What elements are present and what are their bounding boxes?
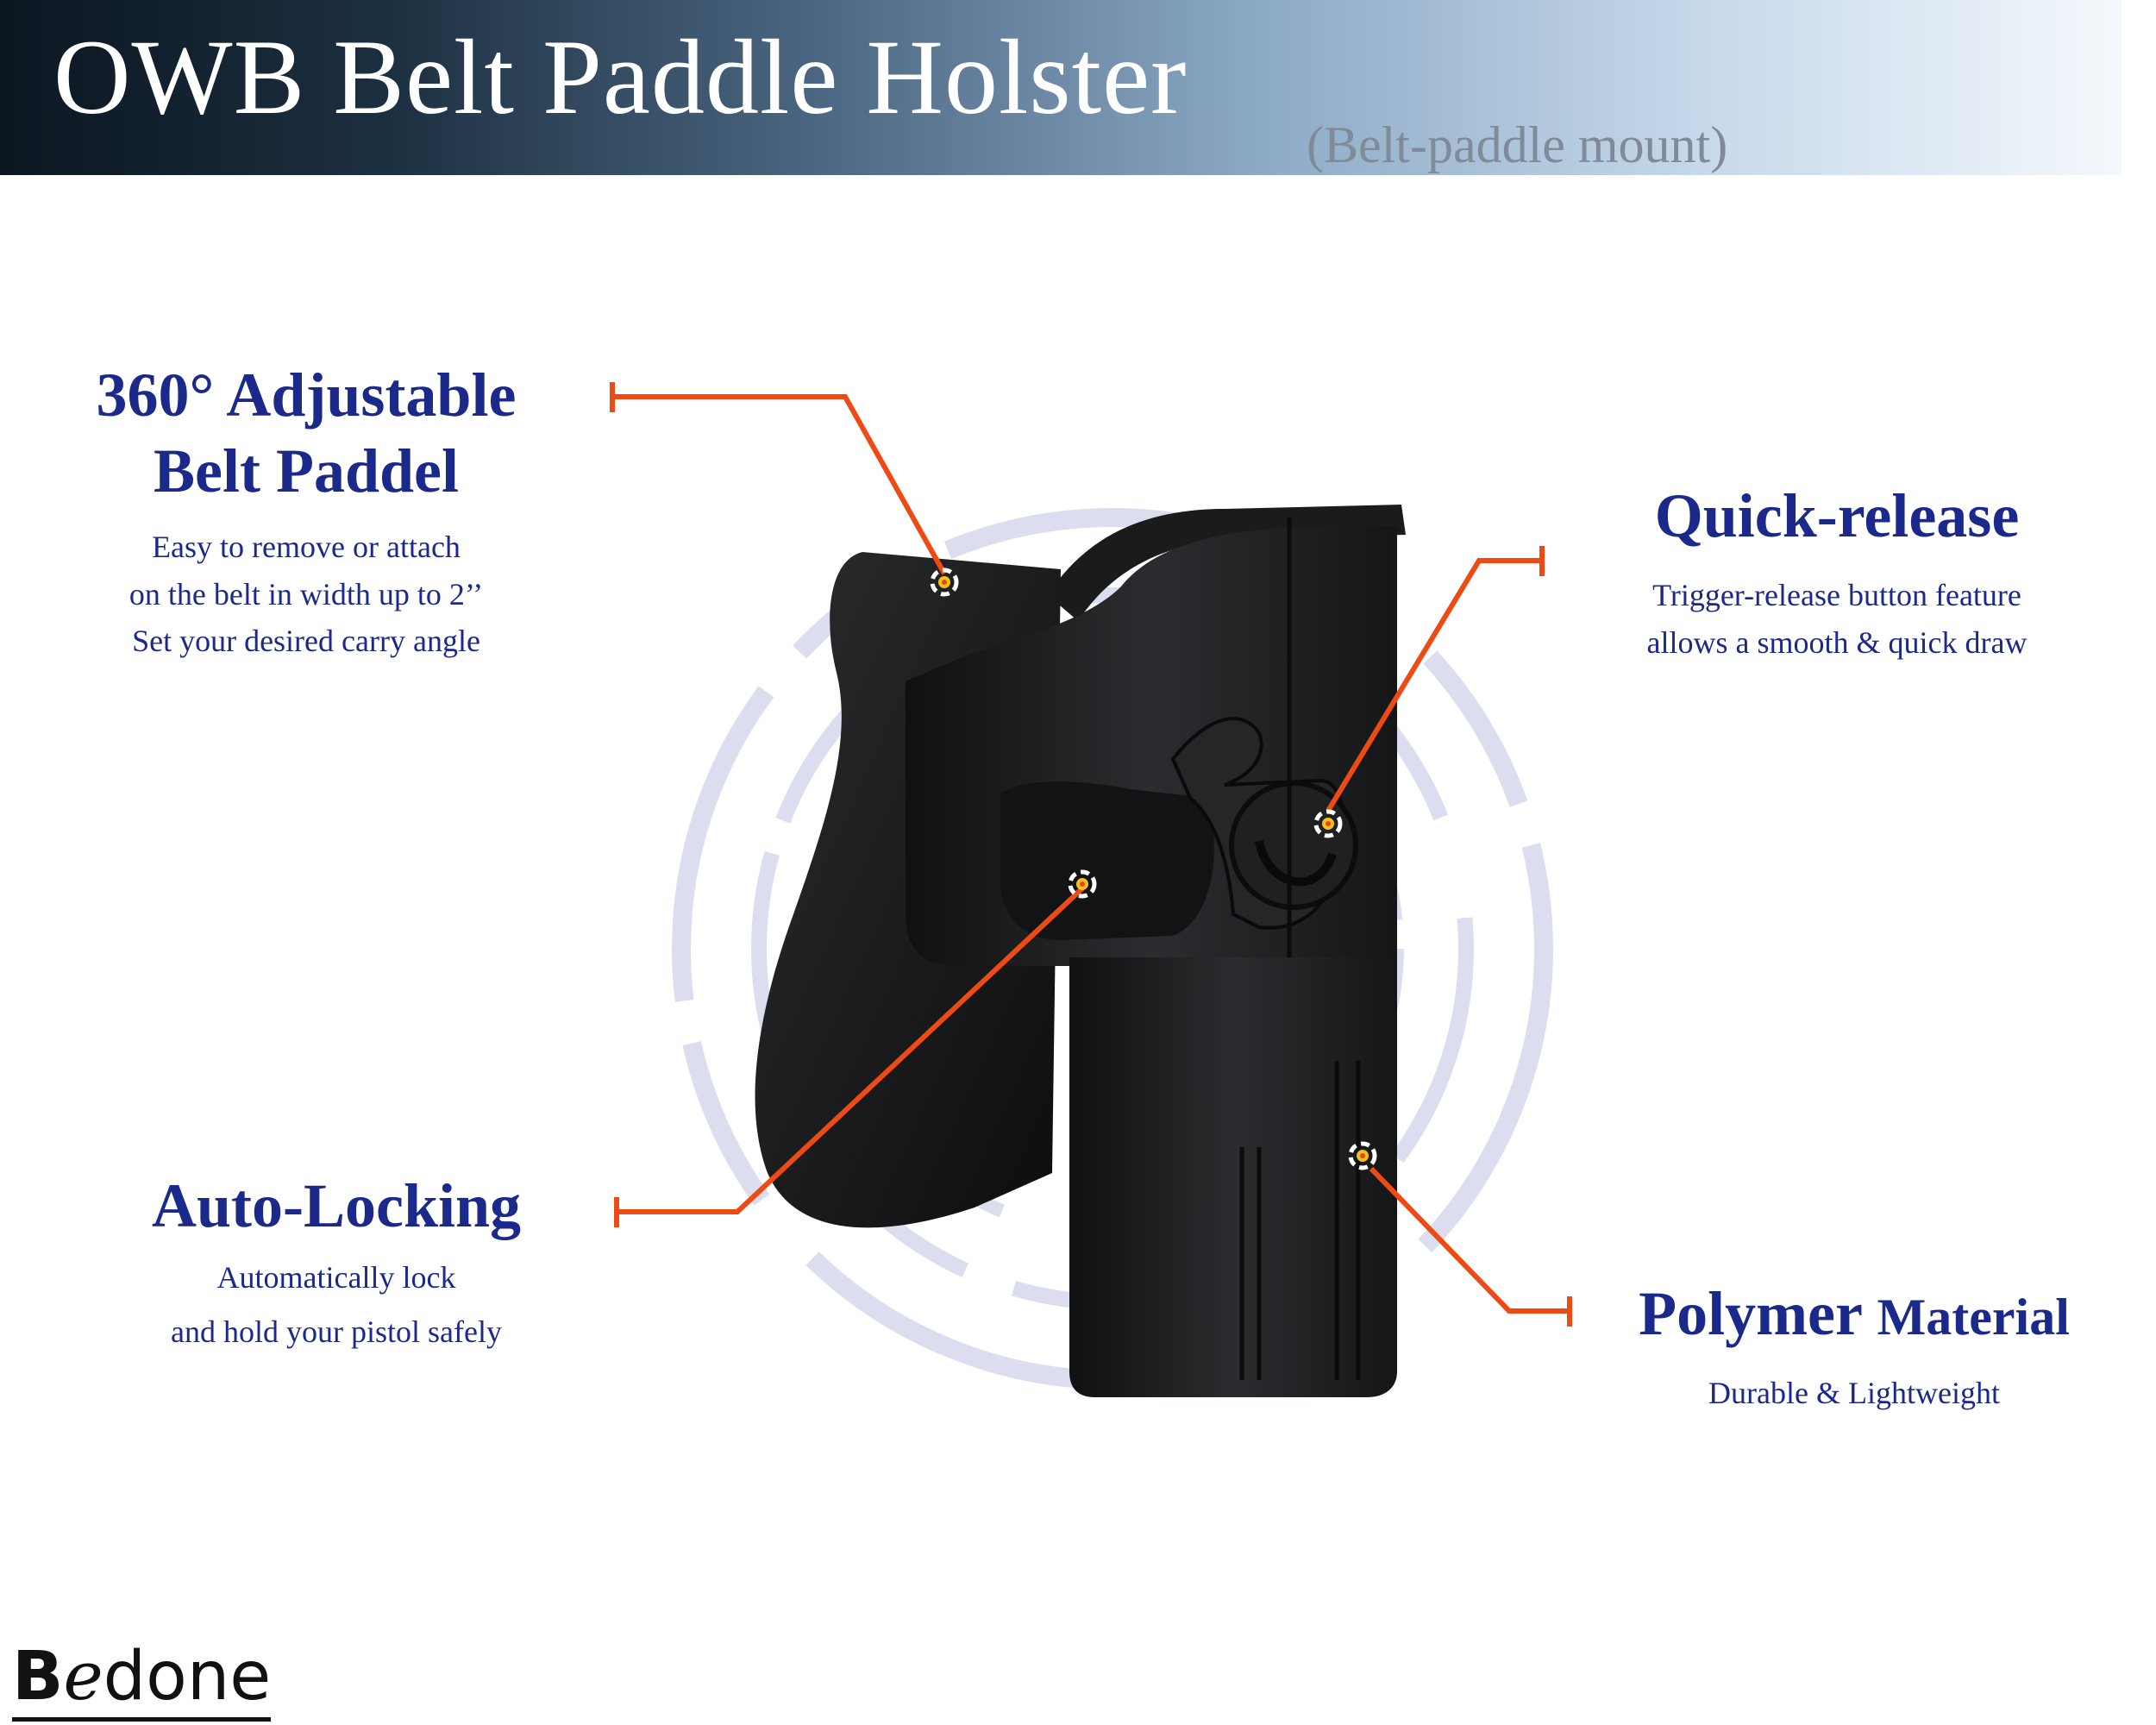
callout-markers (930, 568, 1377, 1170)
callout-line-polymer (1369, 1166, 1570, 1314)
feature-title-belt-paddle: 360° Adjustable Belt Paddel (52, 358, 561, 510)
callout-line-quick-release (1326, 558, 1542, 812)
target-dot-icon (1313, 809, 1343, 838)
release-button (1229, 781, 1358, 910)
holster-illustration (755, 505, 1406, 1397)
target-dot-icon (1348, 1141, 1377, 1170)
feature-title-polymer: Polymer Material (1595, 1276, 2113, 1352)
feature-desc-belt-paddle: Easy to remove or attach on the belt in … (52, 524, 561, 665)
page-title: OWB Belt Paddle Holster (53, 18, 1188, 136)
feature-desc-auto-locking: Automatically lock and hold your pistol … (69, 1251, 604, 1359)
header-banner: OWB Belt Paddle Holster (Belt-paddle mou… (0, 0, 2122, 175)
feature-desc-line: Automatically lock (216, 1260, 456, 1295)
trigger-guard-recess (1000, 781, 1214, 940)
callout-line-auto-locking (617, 886, 1085, 1214)
feature-title-line: Belt Paddel (154, 436, 459, 505)
feature-title-quick-release: Quick-release (1654, 481, 2020, 550)
callout-lines (610, 382, 1572, 1327)
logo-letter-b: B (12, 1638, 64, 1716)
page-subtitle: (Belt-paddle mount) (1307, 116, 1728, 173)
brand-logo: Bedone (12, 1643, 271, 1722)
logo-text-rest: done (103, 1638, 272, 1716)
feature-desc-line: and hold your pistol safely (171, 1314, 502, 1349)
feature-title-bold: Polymer (1639, 1279, 1862, 1348)
feature-desc-line: Trigger-release button feature (1652, 578, 2021, 612)
feature-desc-line: Durable & Lightweight (1708, 1376, 2000, 1410)
feature-title-rest: Material (1877, 1289, 2070, 1346)
feature-title-auto-locking: Auto-Locking (151, 1171, 522, 1240)
target-dot-icon (930, 568, 959, 597)
holster-lower-sleeve (1069, 957, 1397, 1397)
feature-desc-line: Set your desired carry angle (132, 624, 480, 659)
feature-desc-polymer: Durable & Lightweight (1595, 1370, 2113, 1417)
callout-line-belt-paddle (612, 394, 947, 575)
logo-letter-e: e (63, 1638, 103, 1716)
feature-desc-line: Easy to remove or attach (152, 530, 461, 564)
feature-desc-line: allows a smooth & quick draw (1646, 624, 2028, 660)
feature-title-line: 360° Adjustable (96, 361, 517, 430)
target-dot-icon (1068, 869, 1097, 899)
feature-desc-line: on the belt in width up to 2’’ (128, 576, 484, 612)
feature-desc-quick-release: Trigger-release button feature allows a … (1578, 572, 2096, 666)
